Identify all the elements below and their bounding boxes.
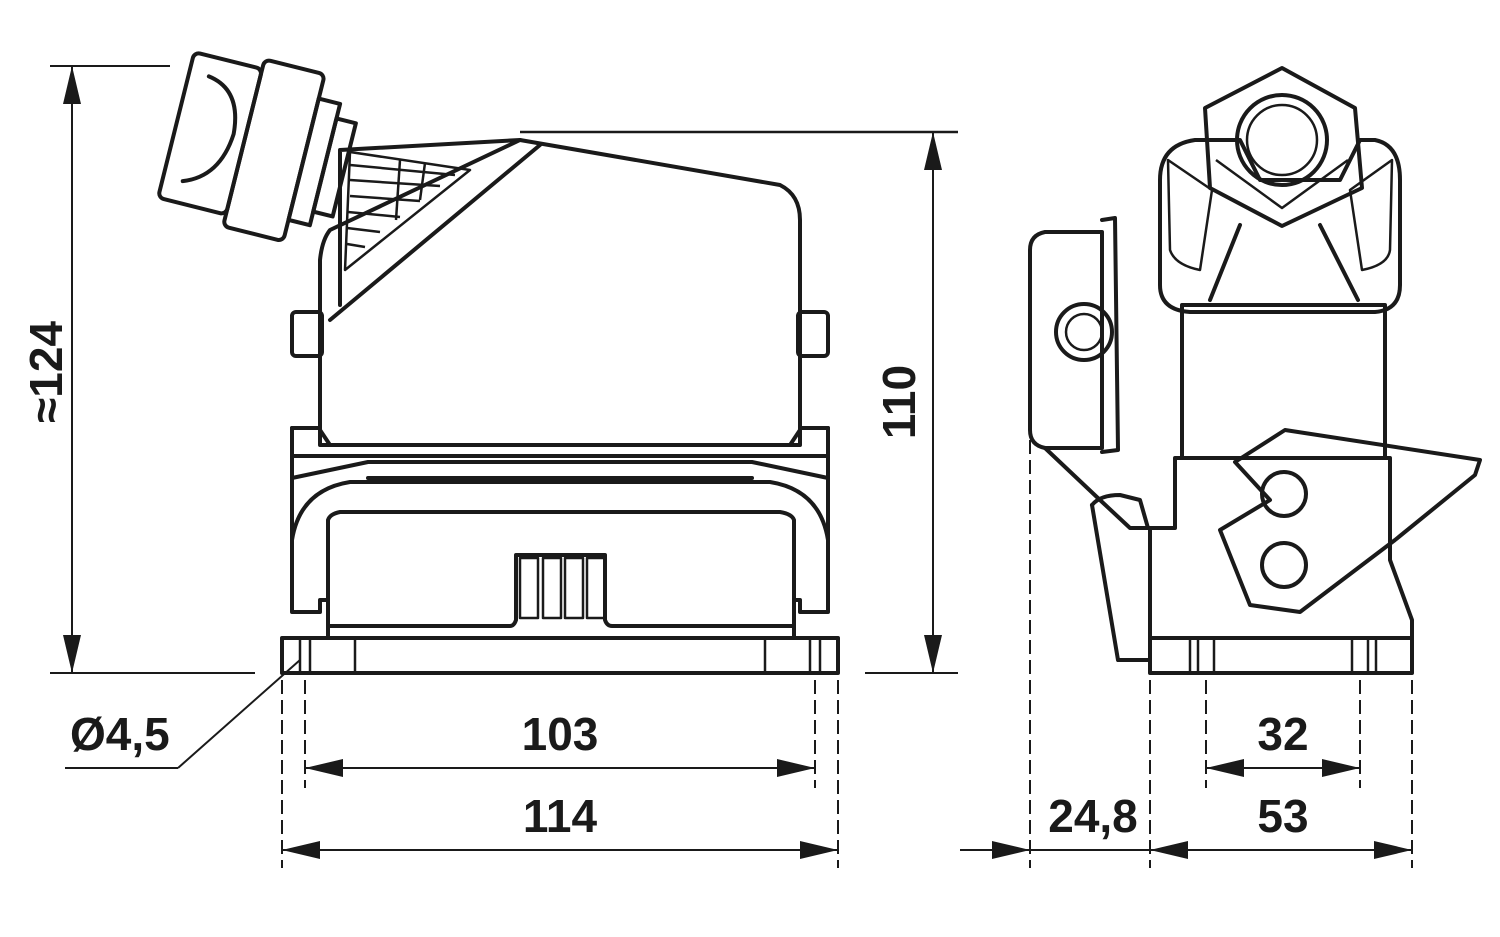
arrow-103-left — [305, 759, 343, 777]
label-overall-height: ≈124 — [20, 321, 72, 423]
arrow-32-left — [1206, 759, 1244, 777]
arrow-103-right — [777, 759, 815, 777]
arrow-24-8-left — [992, 841, 1030, 859]
front-view — [157, 51, 958, 675]
arrow-114-right — [800, 841, 838, 859]
arrow-32-right — [1322, 759, 1360, 777]
arrow-114-left — [282, 841, 320, 859]
arrow-124-bottom — [63, 635, 81, 673]
label-body-height: 110 — [873, 365, 925, 439]
label-base-length: 114 — [523, 790, 598, 842]
arrow-110-top — [924, 132, 942, 170]
label-hole-spacing-short: 32 — [1257, 708, 1308, 760]
label-base-width: 53 — [1257, 790, 1308, 842]
arrow-110-bottom — [924, 635, 942, 673]
side-view — [1028, 66, 1482, 675]
label-lever-offset: 24,8 — [1048, 790, 1138, 842]
dimension-labels: ≈124 110 Ø4,5 103 114 24,8 32 53 — [20, 321, 1309, 842]
dimension-lines — [50, 65, 1413, 868]
arrow-53-right — [1374, 841, 1412, 859]
label-hole-diameter: Ø4,5 — [70, 708, 170, 760]
arrow-124-top — [63, 66, 81, 104]
label-hole-spacing-long: 103 — [522, 708, 599, 760]
